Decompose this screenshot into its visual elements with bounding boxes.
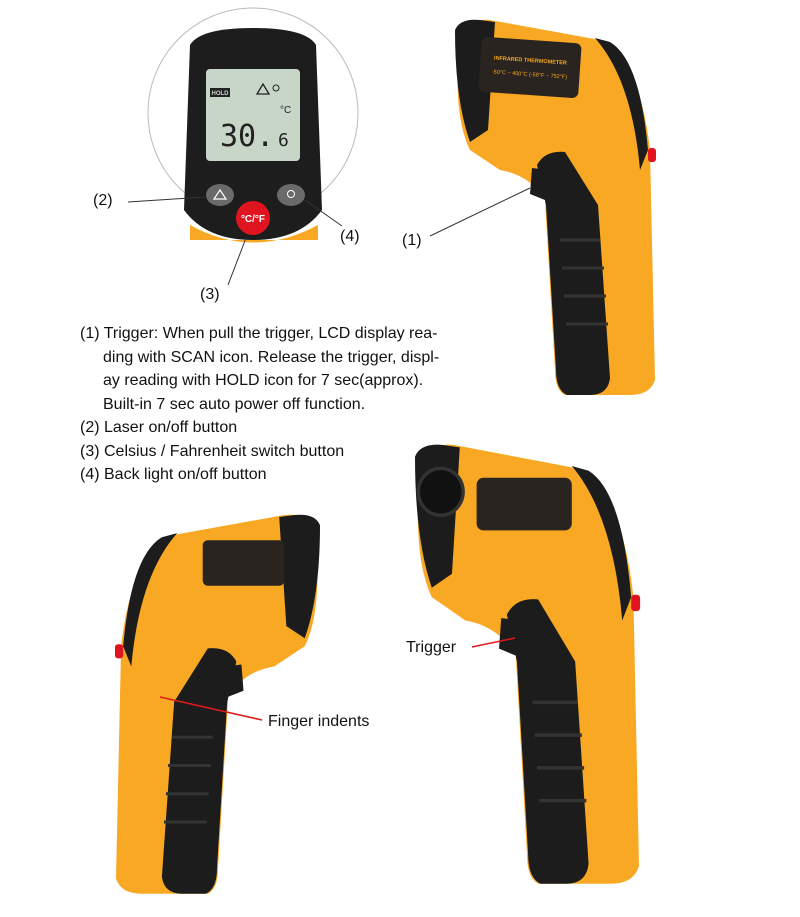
thermometer-back-view (113, 513, 322, 896)
laser-button[interactable] (206, 184, 234, 206)
desc-line: ding with SCAN icon. Release the trigger… (103, 348, 440, 366)
callout-lines (127, 187, 531, 286)
callout-2: (2) (93, 192, 113, 209)
desc-line: (2) Laser on/off button (80, 419, 238, 436)
cf-button[interactable] (236, 201, 270, 235)
callout-1: (1) (402, 232, 422, 249)
hold-text: HOLD (212, 91, 230, 97)
finger-indents-pointer (159, 696, 263, 721)
desc-line: (4) Back light on/off button (80, 466, 267, 483)
cf-button-label: °C/°F (241, 214, 265, 225)
desc-line: (3) Celsius / Fahrenheit switch button (80, 442, 345, 460)
lcd-decimal: 6 (278, 130, 289, 151)
laser-icon (255, 82, 271, 95)
callout-4: (4) (340, 228, 360, 245)
device-label-line2: -50°C ~ 400°C (-58°F ~ 752°F) (492, 69, 568, 80)
desc-line: ay reading with HOLD icon for 7 sec(appr… (103, 372, 424, 389)
desc-line: Built-in 7 sec auto power off function. (103, 395, 366, 413)
device-label-line1: INFRARED THERMOMETER (494, 55, 567, 66)
callout-3: (3) (200, 286, 220, 303)
device-label-plate (478, 36, 582, 99)
desc-line: (1) Trigger: When pull the trigger, LCD … (80, 325, 438, 342)
display-closeup: HOLD 30. 6 °C °C/°F (147, 7, 359, 243)
backlight-icon (272, 84, 280, 92)
trigger-pointer (471, 637, 516, 648)
trigger-label: Trigger (406, 639, 457, 656)
hold-indicator (210, 88, 230, 97)
finger-indents-label: Finger indents (268, 713, 370, 730)
lcd-reading: 30. (220, 119, 274, 154)
feature-description: (1) Trigger: When pull the trigger, LCD … (80, 322, 439, 487)
backlight-button[interactable] (277, 184, 305, 206)
lcd-unit: °C (280, 105, 291, 116)
thermometer-front-view (413, 442, 642, 886)
